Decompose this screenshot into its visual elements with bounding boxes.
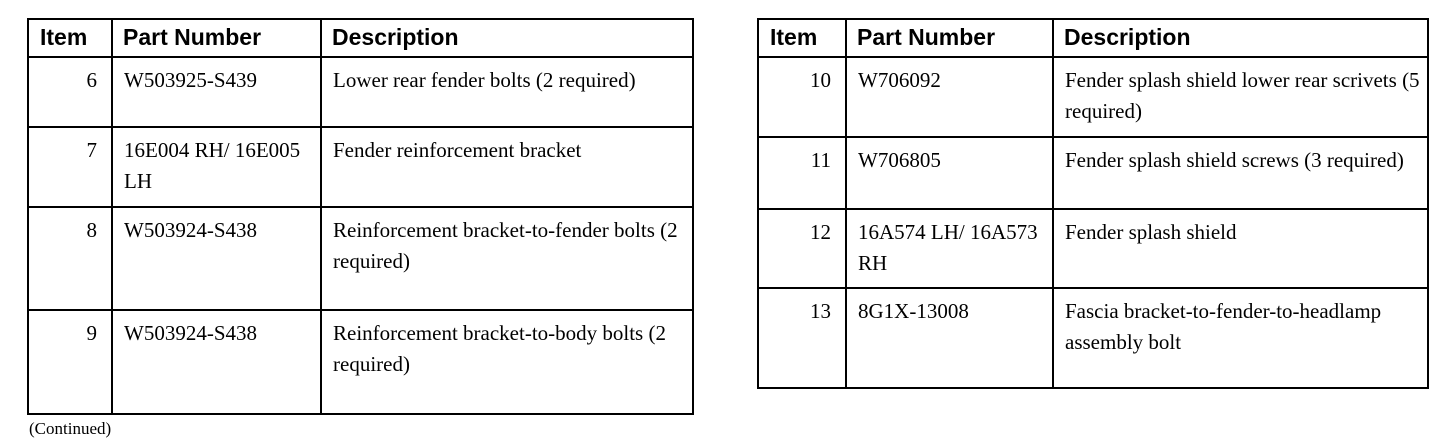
cell-item: 8 bbox=[27, 205, 113, 311]
parts-table-right: Item Part Number Description 10 W706092 … bbox=[757, 18, 1429, 390]
table-left-header: Item Part Number Description bbox=[27, 18, 694, 58]
column-header-description: Description bbox=[1052, 18, 1429, 58]
table-right-header: Item Part Number Description bbox=[757, 18, 1429, 58]
table-row: 13 8G1X-13008 Fascia bracket-to-fender-t… bbox=[757, 287, 1429, 390]
cell-part-number: W503924-S438 bbox=[111, 308, 322, 415]
table-row: 10 W706092 Fender splash shield lower re… bbox=[757, 56, 1429, 138]
cell-part-number: W503924-S438 bbox=[111, 205, 322, 311]
cell-description: Fender splash shield screws (3 required) bbox=[1052, 135, 1429, 210]
table-header-row: Item Part Number Description bbox=[757, 18, 1429, 58]
cell-part-number: 16A574 LH/ 16A573 RH bbox=[845, 207, 1054, 290]
parts-table-left: Item Part Number Description 6 W503925-S… bbox=[27, 18, 694, 415]
cell-item: 6 bbox=[27, 56, 113, 128]
table-row: 7 16E004 RH/ 16E005 LH Fender reinforcem… bbox=[27, 126, 694, 208]
table-row: 12 16A574 LH/ 16A573 RH Fender splash sh… bbox=[757, 207, 1429, 290]
cell-description: Fender splash shield lower rear scrivets… bbox=[1052, 56, 1429, 138]
cell-item: 10 bbox=[757, 56, 847, 138]
cell-item: 12 bbox=[757, 207, 847, 290]
cell-part-number: W503925-S439 bbox=[111, 56, 322, 128]
cell-item: 13 bbox=[757, 287, 847, 390]
cell-description: Reinforcement bracket-to-body bolts (2 r… bbox=[320, 308, 694, 415]
cell-description: Fender reinforcement bracket bbox=[320, 126, 694, 208]
table-header-row: Item Part Number Description bbox=[27, 18, 694, 58]
cell-part-number: 16E004 RH/ 16E005 LH bbox=[111, 126, 322, 208]
cell-description: Lower rear fender bolts (2 required) bbox=[320, 56, 694, 128]
table-row: 6 W503925-S439 Lower rear fender bolts (… bbox=[27, 56, 694, 128]
cell-part-number: W706092 bbox=[845, 56, 1054, 138]
continued-note: (Continued) bbox=[29, 419, 112, 438]
cell-item: 7 bbox=[27, 126, 113, 208]
cell-part-number: 8G1X-13008 bbox=[845, 287, 1054, 390]
table-left-body: 6 W503925-S439 Lower rear fender bolts (… bbox=[27, 56, 694, 415]
cell-description: Reinforcement bracket-to-fender bolts (2… bbox=[320, 205, 694, 311]
column-header-description: Description bbox=[320, 18, 694, 58]
column-header-item: Item bbox=[757, 18, 847, 58]
cell-description: Fender splash shield bbox=[1052, 207, 1429, 290]
column-header-part-number: Part Number bbox=[111, 18, 322, 58]
table-row: 9 W503924-S438 Reinforcement bracket-to-… bbox=[27, 308, 694, 415]
cell-description: Fascia bracket-to-fender-to-headlamp ass… bbox=[1052, 287, 1429, 390]
column-header-part-number: Part Number bbox=[845, 18, 1054, 58]
cell-item: 11 bbox=[757, 135, 847, 210]
cell-part-number: W706805 bbox=[845, 135, 1054, 210]
table-row: 8 W503924-S438 Reinforcement bracket-to-… bbox=[27, 205, 694, 311]
column-header-item: Item bbox=[27, 18, 113, 58]
table-row: 11 W706805 Fender splash shield screws (… bbox=[757, 135, 1429, 210]
cell-item: 9 bbox=[27, 308, 113, 415]
table-right-body: 10 W706092 Fender splash shield lower re… bbox=[757, 56, 1429, 390]
